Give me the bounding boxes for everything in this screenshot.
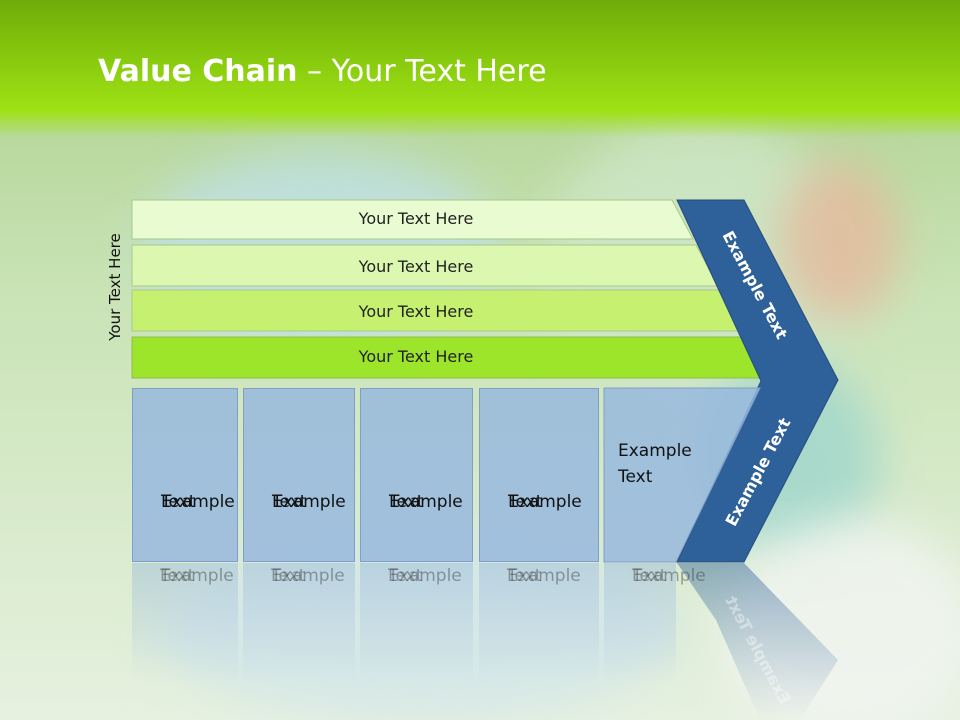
reflection-text: Text (632, 566, 667, 586)
box-line2: Text (389, 492, 424, 512)
box-line1: Example (508, 492, 582, 512)
box-line2: Text (161, 492, 196, 512)
box-line1: Example (272, 492, 346, 512)
background-photo-blur (780, 160, 900, 320)
title-bold: Value Chain (98, 54, 298, 89)
background-photo-blur (160, 540, 680, 720)
reflection-text: Text (271, 566, 306, 586)
box-line2: Text (272, 492, 307, 512)
chevron-shape (676, 199, 839, 563)
bar-label: Your Text Here (358, 302, 474, 321)
reflection-text: Text (388, 566, 423, 586)
reflection-text: Text (507, 566, 542, 586)
chevron-reflection (677, 563, 838, 720)
box-line2: Text (508, 492, 543, 512)
bar-shape (131, 199, 694, 240)
header-band (0, 0, 960, 138)
box-line1: Example (161, 492, 235, 512)
bar-label: Your Text Here (358, 347, 474, 366)
reflection-text: Text (160, 566, 195, 586)
title-rest: – Your Text Here (297, 54, 547, 89)
box-line1: Example (618, 441, 692, 461)
box-line1: Example (389, 492, 463, 512)
box-line2: Text (618, 467, 653, 487)
bar-label: Your Text Here (358, 209, 474, 228)
slide-title: Value Chain – Your Text Here (98, 54, 547, 89)
bar-label: Your Text Here (358, 257, 474, 276)
activity-box-slanted (603, 387, 761, 563)
